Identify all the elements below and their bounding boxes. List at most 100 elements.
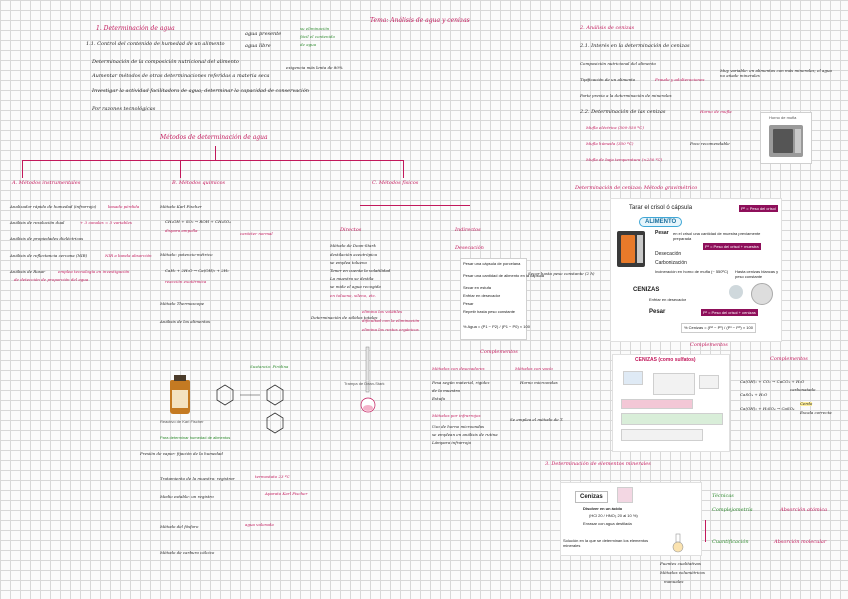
col-c-bottom-pink-3: Métodos por infrarrojos [432, 414, 481, 418]
col-b-bottom-2: Tratamiento de la muestra: registrar [160, 477, 235, 481]
bottle-cap [174, 375, 186, 381]
gravimetric-box: Tarar el crisol ó cápsula Pº = Peso del … [610, 198, 782, 342]
s2-2-item-2: Mufla húmeda (350 ºC) [586, 142, 634, 146]
grav-furnace-door [621, 235, 635, 263]
min-note-3: manuales [664, 580, 683, 584]
desic-step-6: Repetir hasta peso constante [463, 310, 515, 314]
volumetric-flask [667, 533, 689, 553]
s1-bullet-2-note: exigencia más lenta de 80% [286, 66, 343, 70]
grav-final-badge: P² = Peso del crisol + cenizas [701, 309, 758, 316]
s2-2: 2.2. Determinación de las cenizas [580, 110, 665, 115]
chem-item-1: Ca(OH)₂ + CO₂ → CaCO₃ + H₂O [740, 380, 804, 384]
col-b-bottom-1: Presión de vapor: fijación de la humedad [140, 452, 223, 456]
chem-item-3: Ca(OH)₂ + H₂SO₄ → CaSO₄ [740, 407, 795, 411]
grav-incin-note: Hasta cenizas blancas y peso constante [735, 270, 779, 280]
pyridine-ring-3 [267, 413, 283, 433]
col-a-item-4: Análisis de reflectancia cercana (NIR) [10, 254, 87, 258]
col-b-bottom-pink-1: termostato 23 ºC [255, 475, 290, 479]
s2-heading: 2. Análisis de cenizas [580, 26, 634, 31]
s1-branch-b: agua libre [245, 44, 271, 49]
col-c-bottom-pink-2: Métodos con vacío [515, 367, 553, 371]
col-b-bottom-5: Método de carburo cálcico [160, 551, 214, 555]
s1-bullet-4: Por razones tecnológicas [92, 107, 155, 112]
col-a-item-5: Análisis de Rosar [10, 270, 45, 274]
col-c-bottom-item-3: Lámpara infrarroja [432, 441, 471, 445]
tree-drop-c [403, 160, 404, 178]
grav-dry: Desecación [655, 252, 681, 257]
col-a-item-3: Análisis de propiedades dieléctricas [10, 237, 83, 241]
flask-neck [676, 534, 680, 542]
comp-label-far: Complementos [770, 357, 808, 362]
chem-note-1: carbonatado [790, 388, 815, 392]
desic-step-3: Secar en estufa [463, 286, 491, 290]
col-b-note-3: reacción exotérmica [165, 280, 206, 284]
col-b-note-2: carácter normal [240, 232, 273, 236]
col-b-item-1: Método Karl Fischer [160, 205, 202, 209]
s2-1: 2.1. Interés en la determinación de ceni… [580, 44, 690, 49]
furnace-panel [795, 129, 801, 153]
chem-item-2: CaSO₄ + H₂O [740, 393, 767, 397]
min-note-1: Fuentes cualitativas [660, 562, 701, 566]
grav-heading: Determinación de cenizas: Método gravimé… [575, 186, 697, 191]
tech-pink-2: Absorción molecular [774, 540, 826, 545]
desic-step-1: Pesar una cápsula de porcelana [463, 262, 520, 266]
grav-weigh-badge: P¹ = Peso del crisol + muestra [703, 243, 761, 250]
col-a-pink-4: NIR a banda absorción [105, 254, 152, 258]
col-a-pink-1: basado pérdida [108, 205, 139, 209]
grav-weigh-label: Pesar [655, 231, 669, 236]
col-a-pink-6: de detección de proporción del agua [14, 278, 88, 282]
min-crucible-icon [617, 487, 633, 503]
col-c-item-5: La muestra se destila [330, 277, 374, 281]
chem-diagram-4 [621, 399, 693, 409]
grav-tare: Tarar el crisol ó cápsula [629, 205, 692, 211]
col-b-eq-2: CaH₂ + 2H₂O → Ca(OH)₂ + 2H₂ [165, 269, 229, 273]
col-a-label: A. Métodos instrumentales [12, 181, 80, 186]
s1-green-note-3: de agua [300, 43, 316, 47]
flask-liquid [363, 405, 373, 411]
s1-bullet-2: Aumentar métodos de otras determinacione… [92, 74, 270, 79]
col-c-item-4: Tener en cuenta la volatilidad [330, 269, 390, 273]
col-c-item-6: se mide el agua recogida [330, 285, 381, 289]
col-c-bottom-item-1: Estufa [432, 397, 445, 401]
col-c-sub-2: Indirectos [455, 228, 481, 233]
minerals-heading: 3. Determinación de elementos minerales [545, 462, 651, 467]
chem-diagram-3 [699, 375, 719, 389]
min-step-2: Enrasar con agua destilada [583, 522, 632, 526]
s2-bullet-2: Tipificación de un alimento [580, 78, 635, 82]
tree-stem [215, 146, 216, 160]
col-b-note-1: dispara ampolla [165, 229, 198, 233]
flask-bulb [673, 542, 683, 552]
grav-desiccator-photo [729, 285, 743, 299]
min-step-1b: (HCl 20 / HNO₃ 20 al 10 %) [589, 514, 638, 518]
min-step-1: Disolver en un ácido [583, 507, 622, 511]
s2-2-pink: Horno de mufla [700, 110, 732, 114]
col-c-mid-pink-2: dificultad con la eliminación [362, 319, 419, 323]
s1-bullet-3: Investigar la actividad facilitadora de … [92, 89, 309, 94]
min-title: Cenizas [575, 491, 608, 503]
col-b-bottom-pink-3: agua valorada [245, 523, 274, 527]
s2-2-side: Poco recomendable [690, 142, 730, 146]
grav-carb: Carbonización [655, 261, 687, 266]
col-c-bottom-note-2: de la muestra [432, 389, 460, 393]
bottle-label [172, 390, 188, 408]
chem-heading: CENIZAS (como sulfatos) [635, 358, 696, 363]
tree-drop-a [22, 160, 23, 178]
col-c-item-3: se emplea tolueno [330, 261, 367, 265]
comp-label-right: Complementos [690, 343, 728, 348]
col-b-bottom-4: Método del fósforo [160, 525, 198, 529]
desic-step-4: Enfriar en desecador [463, 294, 500, 298]
page-title: Tema: Análisis de agua y cenizas [370, 18, 470, 24]
col-b-label: B. Métodos químicos [172, 181, 225, 186]
col-b-note-5: Sustancia: Piridina [250, 365, 288, 369]
col-c-split-bar [360, 205, 470, 206]
col-c-bottom-pink-1: Métodos con desecadores [432, 367, 485, 371]
col-c-bottom-note-1: Pesa según material, rigidez [432, 381, 490, 385]
s1-branch-a: agua presente [245, 32, 281, 37]
col-c-item-1: Método de Dean-Stark [330, 244, 376, 248]
col-c-right-note: Secar hasta peso constante (2 h) [528, 272, 594, 276]
furnace-photo: Horno de mufla [760, 112, 812, 164]
s2-bullet-3: Parte previa a la determinación de miner… [580, 94, 672, 98]
col-b-eq-1: CH₃OH + SO₂ → ROH + CH₃SO₄ [165, 220, 231, 224]
tree-drop-b [180, 160, 181, 178]
